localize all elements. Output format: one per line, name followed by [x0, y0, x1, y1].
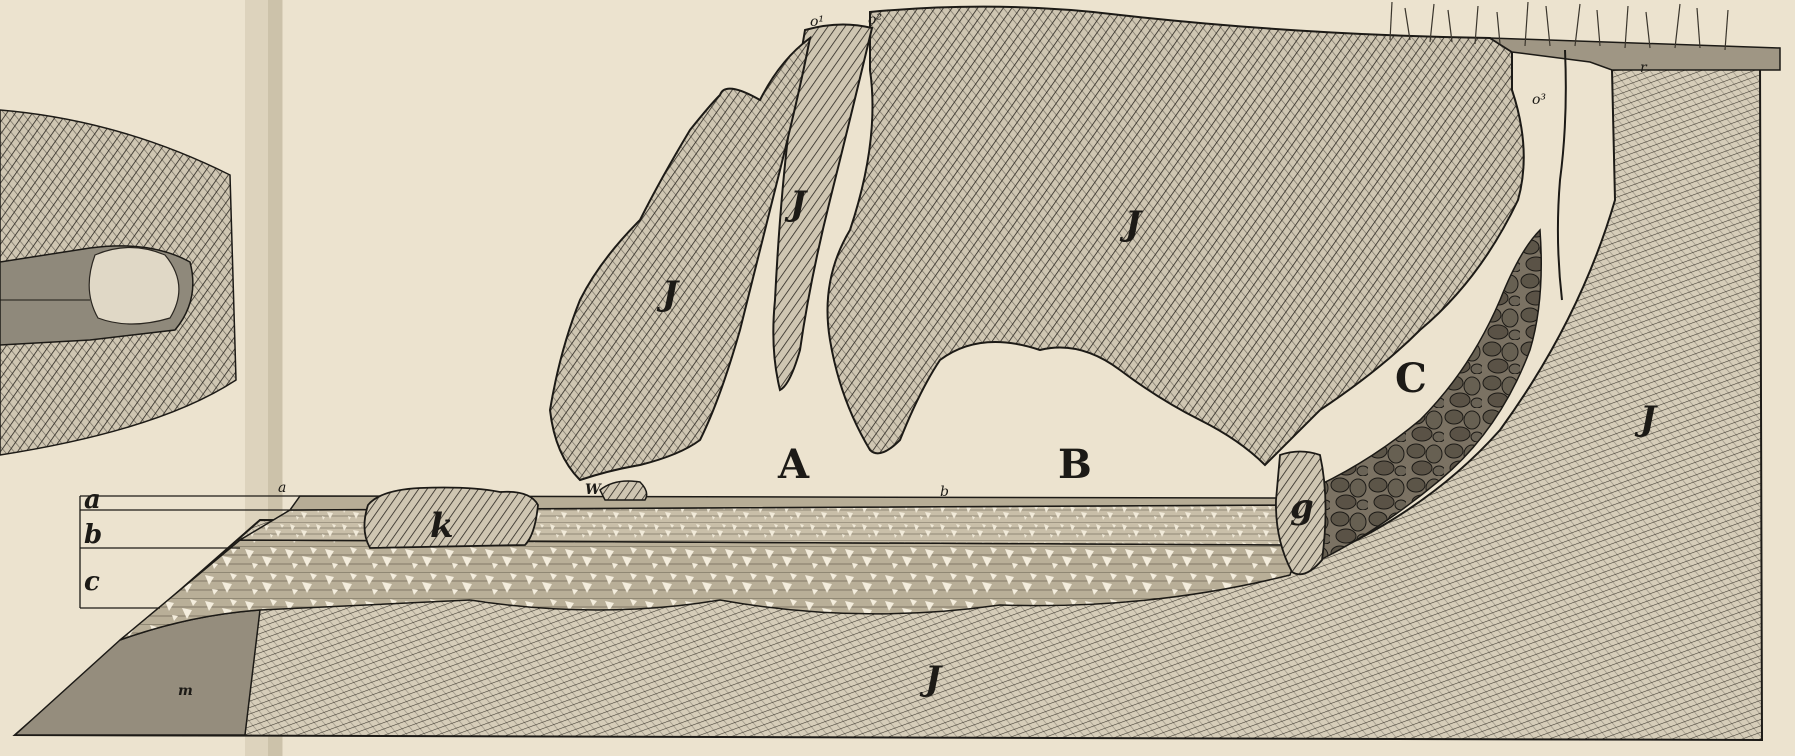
chamber-label-a: A	[777, 441, 810, 488]
layer-label-a: a	[84, 485, 101, 515]
chamber-label-b: B	[1058, 441, 1092, 488]
inset-debris	[89, 248, 179, 325]
layer-label-b: b	[84, 520, 102, 550]
opening-label-2: o²	[868, 12, 882, 28]
opening-label-3: o³	[1532, 92, 1546, 108]
marker-small-b: b	[940, 484, 949, 500]
layer-label-c: c	[84, 567, 100, 597]
opening-label-1: o¹	[810, 14, 824, 30]
marker-small-a: a	[278, 480, 286, 496]
deposit-label-m: m	[178, 683, 193, 699]
boulder-label-g: g	[1290, 487, 1314, 527]
chamber-label-c: C	[1395, 355, 1427, 402]
marker-w: W	[585, 482, 602, 498]
boulder-label-k: k	[430, 506, 454, 546]
